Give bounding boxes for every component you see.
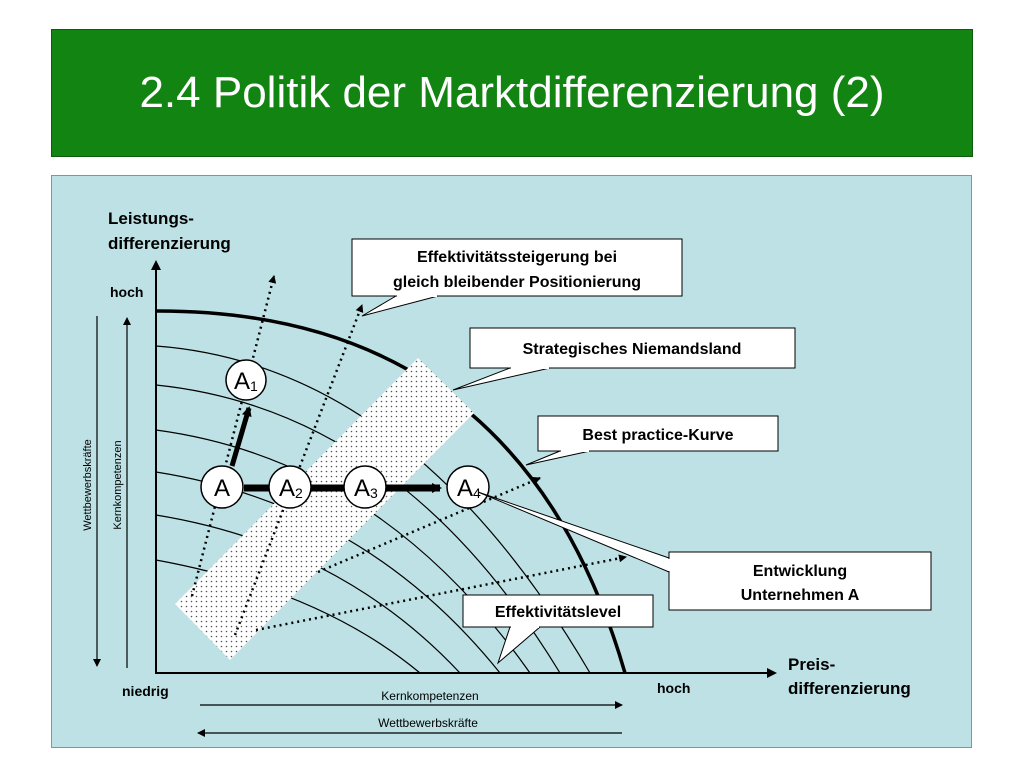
node-a3-sub: 3 bbox=[370, 485, 378, 501]
vertical-wettbewerbskraefte-label: Wettbewerbskräfte bbox=[82, 439, 94, 531]
node-a1-sub: 1 bbox=[250, 378, 258, 394]
title-bar: 2.4 Politik der Marktdifferenzierung (2) bbox=[51, 29, 973, 157]
node-a3-base: A bbox=[354, 475, 370, 502]
horizontal-wettbewerbskraefte-label: Wettbewerbskräfte bbox=[378, 716, 478, 730]
node-a4: A4 bbox=[446, 465, 490, 509]
node-a1: A1 bbox=[225, 359, 267, 401]
y-axis-title-line2: differenzierung bbox=[108, 234, 231, 253]
x-axis-low-label: niedrig bbox=[122, 683, 169, 699]
callout-best-practice-text: Best practice-Kurve bbox=[582, 427, 733, 444]
x-axis-high-label: hoch bbox=[657, 680, 690, 696]
vertical-kernkompetenzen-label: Kernkompetenzen bbox=[112, 440, 124, 529]
svg-text:A3: A3 bbox=[354, 475, 378, 502]
callout-effektivitaetssteigerung-line2: gleich bleibender Positionierung bbox=[393, 274, 641, 291]
arrow-a-a1 bbox=[229, 406, 252, 467]
callout-niemandsland-text: Strategisches Niemandsland bbox=[523, 341, 742, 358]
node-a1-base: A bbox=[234, 368, 250, 395]
dotted-arrow-3 bbox=[317, 476, 541, 574]
node-a4-sub: 4 bbox=[473, 485, 481, 501]
node-a4-base: A bbox=[457, 475, 473, 502]
callout-effektivitaetssteigerung-line1: Effektivitätssteigerung bei bbox=[417, 249, 617, 266]
callout-entwicklung-line2: Unternehmen A bbox=[741, 587, 860, 604]
x-axis-title-line1: Preis- bbox=[788, 655, 835, 674]
callout-entwicklung-line1: Entwicklung bbox=[753, 563, 847, 580]
dotted-arrow-2 bbox=[233, 304, 364, 636]
node-a2: A2 bbox=[268, 465, 312, 509]
callout-niemandsland: Strategisches Niemandsland bbox=[452, 327, 796, 391]
y-axis-high-label: hoch bbox=[110, 284, 143, 300]
slide-title: 2.4 Politik der Marktdifferenzierung (2) bbox=[139, 68, 885, 117]
horizontal-kernkompetenzen-label: Kernkompetenzen bbox=[381, 689, 478, 703]
callout-entwicklung: Entwicklung Unternehmen A bbox=[477, 491, 932, 611]
node-a-label: A bbox=[214, 475, 230, 502]
x-axis-title-line2: differenzierung bbox=[788, 679, 911, 698]
node-a2-sub: 2 bbox=[295, 485, 303, 501]
callout-effektivitaetslevel: Effektivitätslevel bbox=[462, 594, 654, 665]
svg-text:A2: A2 bbox=[279, 475, 303, 502]
dotted-arrow-1 bbox=[190, 275, 277, 597]
node-a: A bbox=[200, 465, 244, 509]
niemandsland-band bbox=[175, 358, 474, 660]
callout-effektivitaetssteigerung: Effektivitätssteigerung bei gleich bleib… bbox=[351, 238, 683, 317]
svg-text:A4: A4 bbox=[457, 475, 481, 502]
node-a2-base: A bbox=[279, 475, 295, 502]
arc-6 bbox=[155, 559, 421, 674]
callout-best-practice: Best practice-Kurve bbox=[525, 415, 779, 466]
svg-text:A1: A1 bbox=[234, 368, 258, 395]
node-a3: A3 bbox=[343, 465, 387, 509]
callout-effektivitaetslevel-text: Effektivitätslevel bbox=[495, 604, 621, 621]
y-axis-title-line1: Leistungs- bbox=[108, 209, 194, 228]
